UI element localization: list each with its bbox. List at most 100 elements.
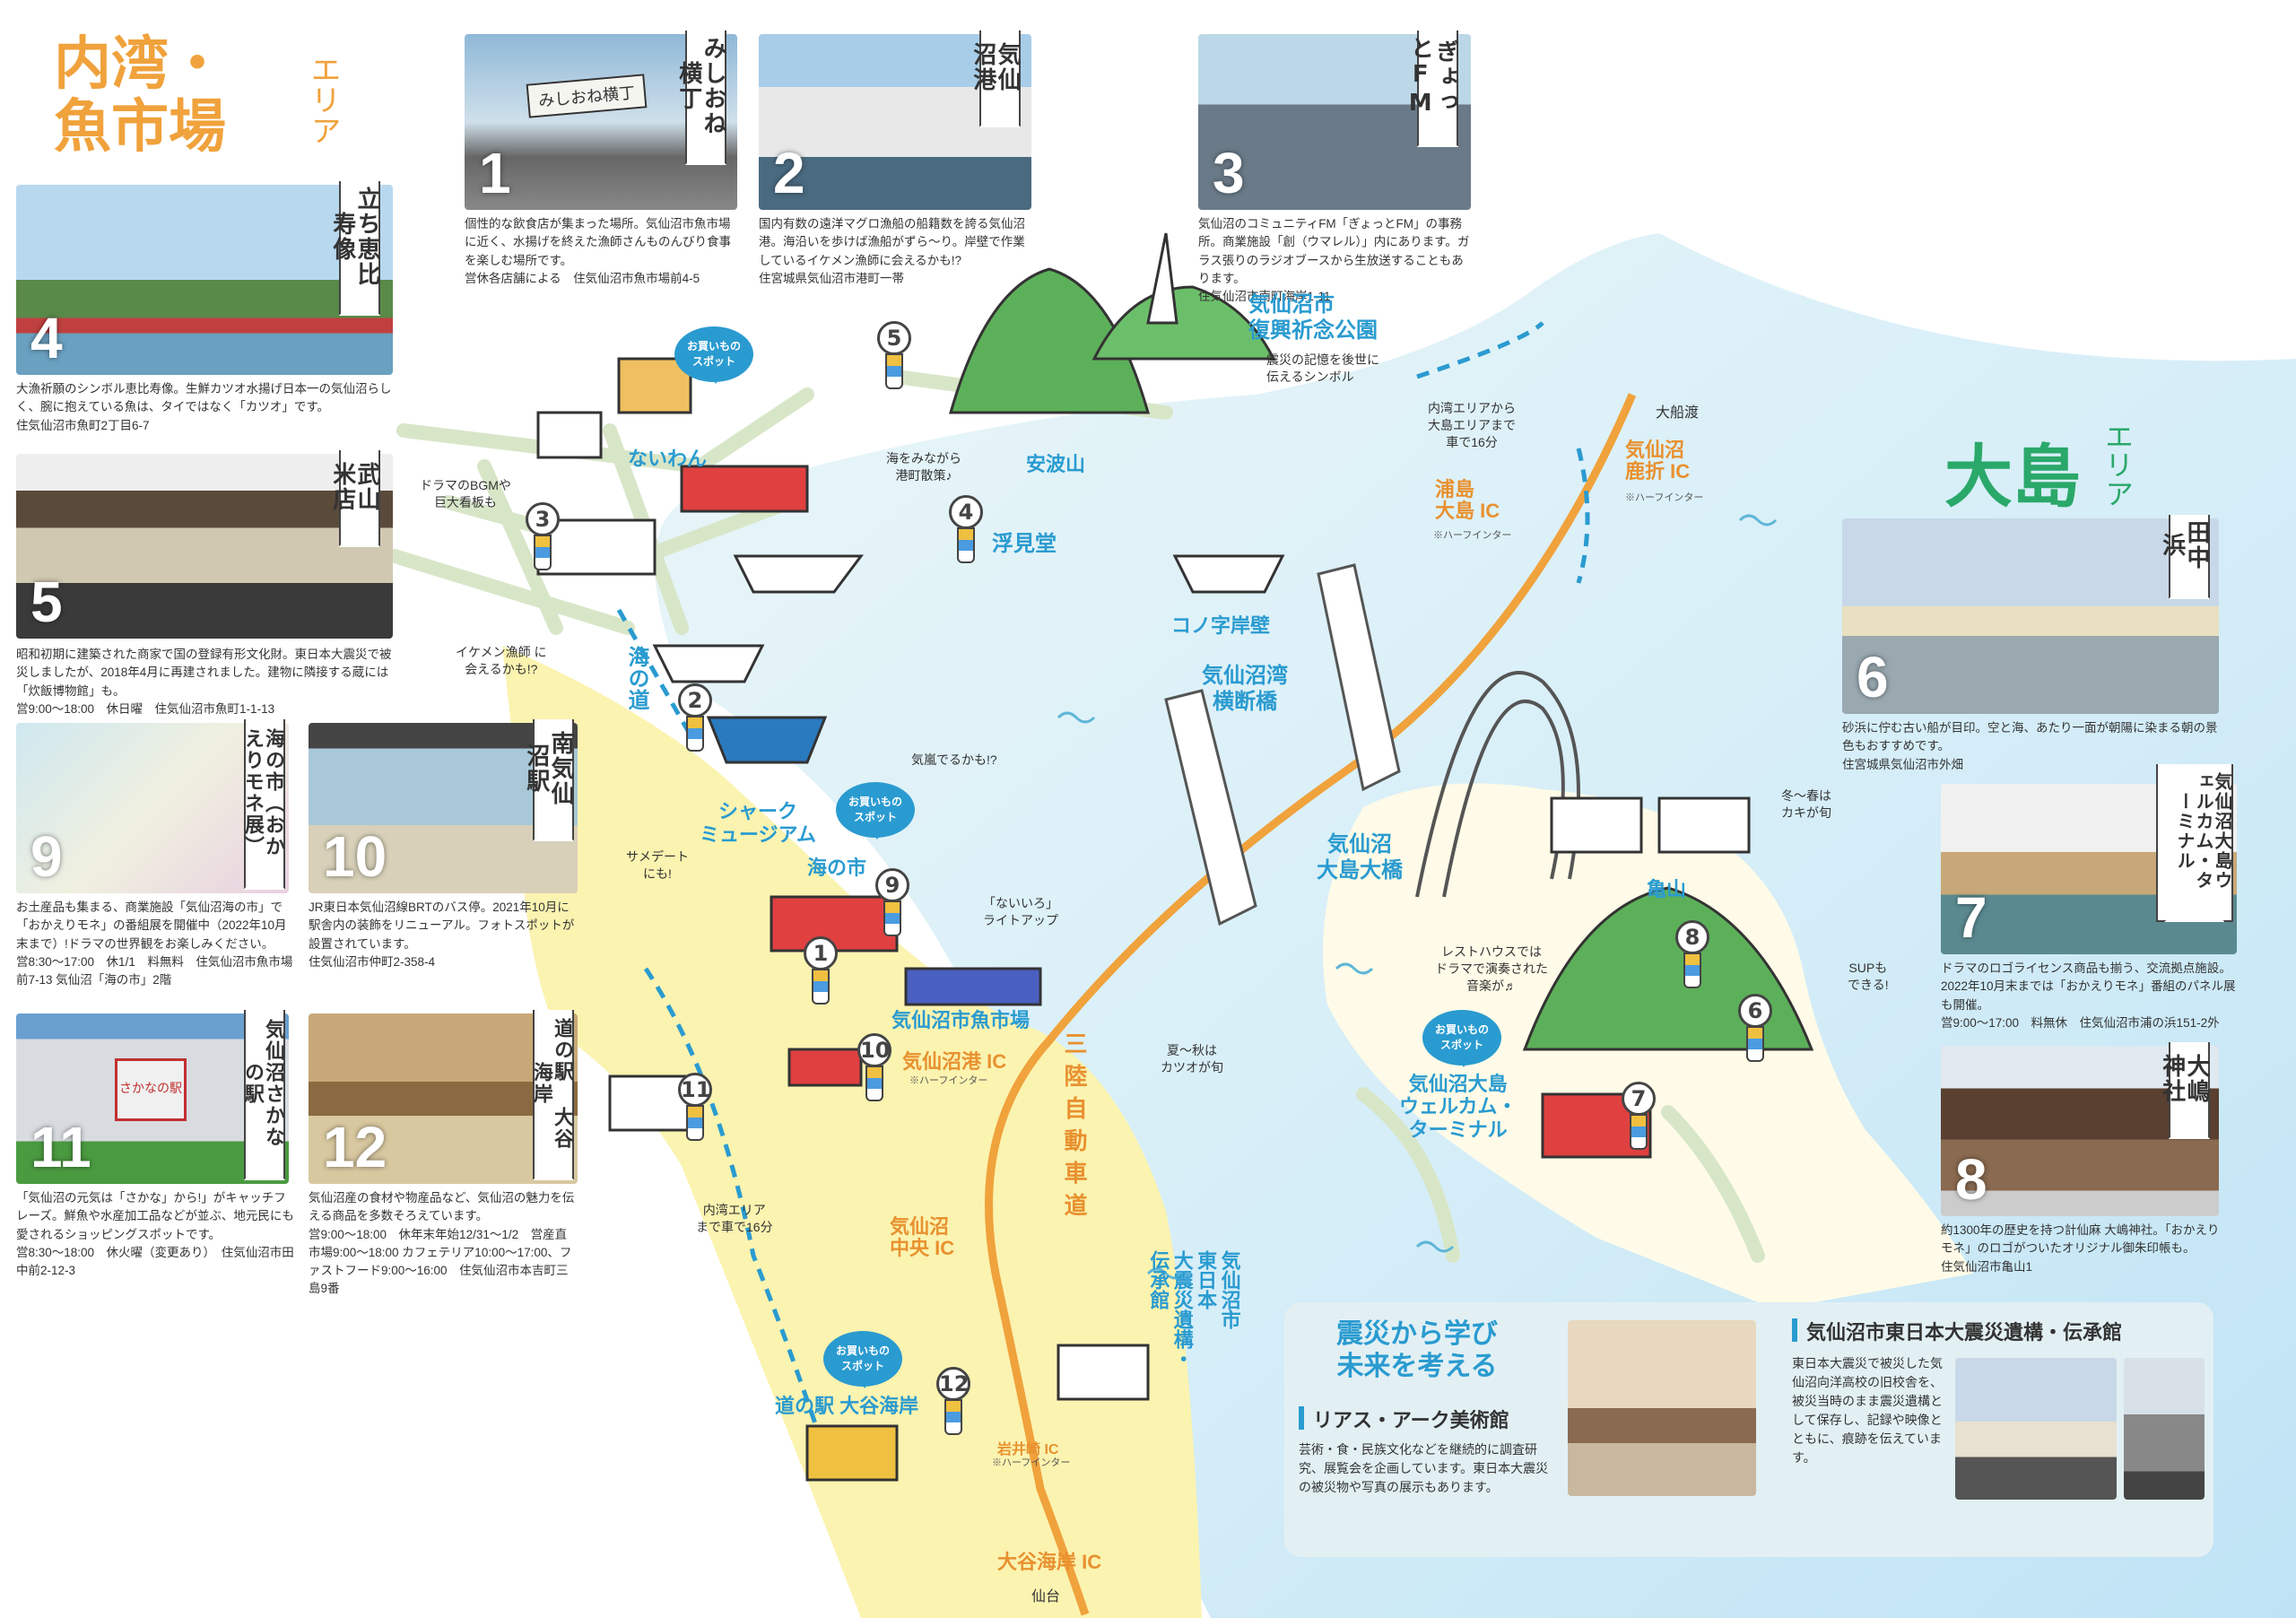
desc-welcome: ドラマのロゴライセンス商品も揃う、交流拠点施設。2022年10月末までは「おかえ…	[1941, 960, 2237, 1032]
note-kaki: 冬〜春は カキが旬	[1781, 788, 1831, 820]
note-kiarashi: 気嵐でるかも!?	[911, 752, 997, 767]
tag-tanakahama: 田中浜	[2159, 515, 2210, 599]
fukko-monument	[1146, 232, 1178, 325]
takeyama-info: 営9:00〜18:00 休日曜 住気仙沼市魚町1-1-13	[16, 701, 275, 716]
fukko-park-hill	[1091, 285, 1276, 361]
shopping-bubble-2: お買いもの スポット	[836, 782, 915, 839]
ebisu-info: 住気仙沼市魚町2丁目6-7	[16, 418, 150, 432]
label-gyoshijo: 気仙沼市魚市場	[891, 1009, 1031, 1031]
note-katsuo: 夏〜秋は カツオが旬	[1161, 1043, 1223, 1074]
uminoichi-desc-text: お土産品も集まる、商業施設「気仙沼海の市」で「おかえりモネ」の番組展を開催中（2…	[16, 900, 287, 951]
desc-takeyama: 昭和初期に建築された商家で国の登録有形文化財。東日本大震災で被災しましたが、20…	[16, 646, 393, 718]
note-drama-bgm: ドラマのBGMや 巨大看板も	[420, 478, 511, 509]
label-bridge2: 気仙沼 大島大橋	[1317, 832, 1403, 883]
yokocho-info: 営休各店舗による 住気仙沼市魚市場前4-5	[465, 271, 700, 285]
label-ic-shishiori: 気仙沼 鹿折 IC	[1625, 439, 1691, 483]
desc-yokocho: 個性的な飲食店が集まった場所。気仙沼市魚市場に近く、水揚げを終えた漁師さんものん…	[465, 215, 737, 288]
minamieki-number: 10	[323, 824, 387, 889]
photo-takeyama: 5	[16, 454, 393, 639]
sanriku-expressway	[985, 393, 1637, 1616]
pin-10[interactable]: 10	[857, 1033, 891, 1105]
desc-tanakahama: 砂浜に佇む古い船が目印。空と海、あたり一面が朝陽に染まる朝の景色もおすすめです。…	[1842, 719, 2219, 774]
fm-desc-text: 気仙沼のコミュニティFM「ぎょっとFM」の事務所。商業施設「創（ウマレル）」内に…	[1198, 217, 1470, 285]
uminoichi-info: 営8:30〜17:00 休1/1 料無料 住気仙沼市魚市場前7-13 気仙沼「海…	[16, 954, 293, 987]
tag-minamieki: 南気仙沼駅	[523, 719, 574, 841]
label-michi-no-eki: 道の駅 大谷海岸	[775, 1395, 919, 1417]
oshima-area-title: 大島	[1944, 439, 2081, 516]
fm-number: 3	[1213, 141, 1245, 205]
pin-7[interactable]: 7	[1622, 1082, 1656, 1153]
welcome-info: 営9:00〜17:00 料無休 住気仙沼市浦の浜151-2外	[1941, 1015, 2220, 1030]
label-sendai: 仙台	[1031, 1589, 1061, 1605]
label-half-ic-1: ※ハーフインター	[1625, 492, 1704, 503]
photo-denshokan-1	[1955, 1358, 2117, 1500]
pin-8[interactable]: 8	[1675, 920, 1709, 992]
pin-2[interactable]: 2	[678, 683, 712, 755]
note-same: サメデート にも!	[626, 849, 689, 881]
label-ic-iwaisaki: 岩井崎 IC	[997, 1442, 1059, 1457]
oya-number: 12	[323, 1115, 387, 1179]
yokocho-sign: みしおね横丁	[526, 74, 648, 118]
photo-denshokan-2	[2124, 1358, 2205, 1500]
tag-ebisu: 立ち恵比寿像	[329, 181, 380, 316]
photo-sakana: さかなの駅 11	[16, 1013, 289, 1184]
photo-ebisu: 4	[16, 185, 393, 375]
note-naiiro: 「ないいろ」 ライトアップ	[983, 896, 1058, 927]
pin-1[interactable]: 1	[804, 936, 838, 1008]
note-car1: 内湾エリアから 大島エリアまで 車で16分	[1428, 401, 1516, 449]
photo-rias	[1568, 1320, 1756, 1496]
boats	[652, 554, 1285, 764]
rias-desc: 芸術・食・民族文化などを継続的に調査研究、展覧会を企画しています。東日本大震災の…	[1299, 1442, 1549, 1494]
sakana-desc-text: 「気仙沼の元気は「さかな」から!」がキャッチフレーズ。鮮魚や水産加工品などが並ぶ…	[16, 1191, 294, 1241]
shopping-bubble-3: お買いもの スポット	[1422, 1010, 1501, 1067]
tag-yokocho: みしおね横丁	[675, 30, 726, 165]
uminoichi-number: 9	[30, 824, 63, 889]
label-sanriku: 三陸自動車道	[1061, 1031, 1088, 1225]
naiwan-area-suffix: エリア	[306, 54, 340, 145]
tanakahama-number: 6	[1857, 645, 1889, 709]
shrine-desc-text: 約1300年の歴史を持つ計仙麻 大嶋神社。「おかえりモネ」のロゴがついたオリジナ…	[1941, 1223, 2220, 1256]
pin-11[interactable]: 11	[678, 1073, 712, 1144]
bridge-wanou	[1164, 563, 1401, 926]
yokocho-desc-text: 個性的な飲食店が集まった場所。気仙沼市魚市場に近く、水揚げを終えた漁師さんものん…	[465, 217, 731, 267]
label-bridge1: 気仙沼湾 横断橋	[1202, 664, 1288, 714]
shopping-bubble-4: お買いもの スポット	[823, 1331, 902, 1388]
oshima-area-suffix: エリア	[2101, 422, 2134, 508]
oya-desc-text: 気仙沼産の食材や物産品など、気仙沼の魅力を伝える商品を多数そろえています。	[309, 1191, 575, 1223]
label-kameyama: 亀山	[1647, 878, 1687, 900]
route-arrow-sea	[616, 608, 693, 737]
pin-6[interactable]: 6	[1738, 994, 1772, 1066]
desc-sakana: 「気仙沼の元気は「さかな」から!」がキャッチフレーズ。鮮魚や水産加工品などが並ぶ…	[16, 1189, 294, 1280]
label-naiwan: ないわん	[628, 448, 708, 470]
pin-3[interactable]: 3	[526, 502, 560, 574]
port-desc-text: 国内有数の遠洋マグロ漁船の船籍数を誇る気仙沼港。海沿いを歩けば漁船がずら〜り。岸…	[759, 217, 1025, 267]
tag-port: 気仙沼港	[970, 30, 1021, 127]
tanakahama-info: 住宮城県気仙沼市外畑	[1842, 757, 1963, 771]
label-denshokan-vertical: 気仙沼市 東日本 大震災遺構・ 伝承館	[1147, 1250, 1241, 1369]
fm-info: 住気仙沼市南町海岸1-11	[1198, 290, 1331, 303]
pin-5[interactable]: 5	[877, 321, 911, 393]
denshokan-desc: 東日本大震災で被災した気仙沼向洋高校の旧校舎を、被災当時のまま震災遺構として保存…	[1792, 1356, 1943, 1465]
note-ikemen: イケメン漁師 に 会えるかも!?	[456, 645, 547, 676]
tag-welcome: 気仙沼大島ウェルカム・ターミナル	[2156, 764, 2233, 922]
sakana-info: 営8:30〜18:00 休火曜（変更あり） 住気仙沼市田中前2-12-3	[16, 1245, 294, 1277]
label-half-ic-3: ※ハーフインター	[909, 1075, 988, 1086]
port-info: 住宮城県気仙沼市港町一帯	[759, 271, 904, 285]
route-arrow-east	[1576, 448, 1590, 584]
pin-4[interactable]: 4	[949, 495, 983, 567]
pin-12[interactable]: 12	[936, 1367, 970, 1439]
pin-9[interactable]: 9	[875, 868, 909, 940]
label-fukenodo: 浮見堂	[992, 532, 1057, 556]
shrine-number: 8	[1955, 1147, 1987, 1212]
shrine-info: 住気仙沼市亀山1	[1941, 1259, 2033, 1274]
label-ic-chuo: 気仙沼 中央 IC	[890, 1215, 955, 1260]
label-ofunato: 大船渡	[1656, 405, 1700, 421]
label-fukko-park: 気仙沼市 復興祈念公園	[1248, 292, 1378, 343]
rias-title-bar	[1299, 1406, 1304, 1430]
naiwan-title-line1: 内湾・	[54, 31, 226, 96]
tag-uminoichi: 海の市（おかえりモネ展）	[241, 719, 285, 890]
takeyama-desc-text: 昭和初期に建築された商家で国の登録有形文化財。東日本大震災で被災しましたが、20…	[16, 648, 392, 698]
rias-title: リアス・アーク美術館	[1313, 1410, 1509, 1432]
ebisu-number: 4	[30, 306, 63, 370]
desc-ebisu: 大漁祈願のシンボル恵比寿像。生鮮カツオ水揚げ日本一の気仙沼らしく、腕に抱えている…	[16, 380, 393, 435]
